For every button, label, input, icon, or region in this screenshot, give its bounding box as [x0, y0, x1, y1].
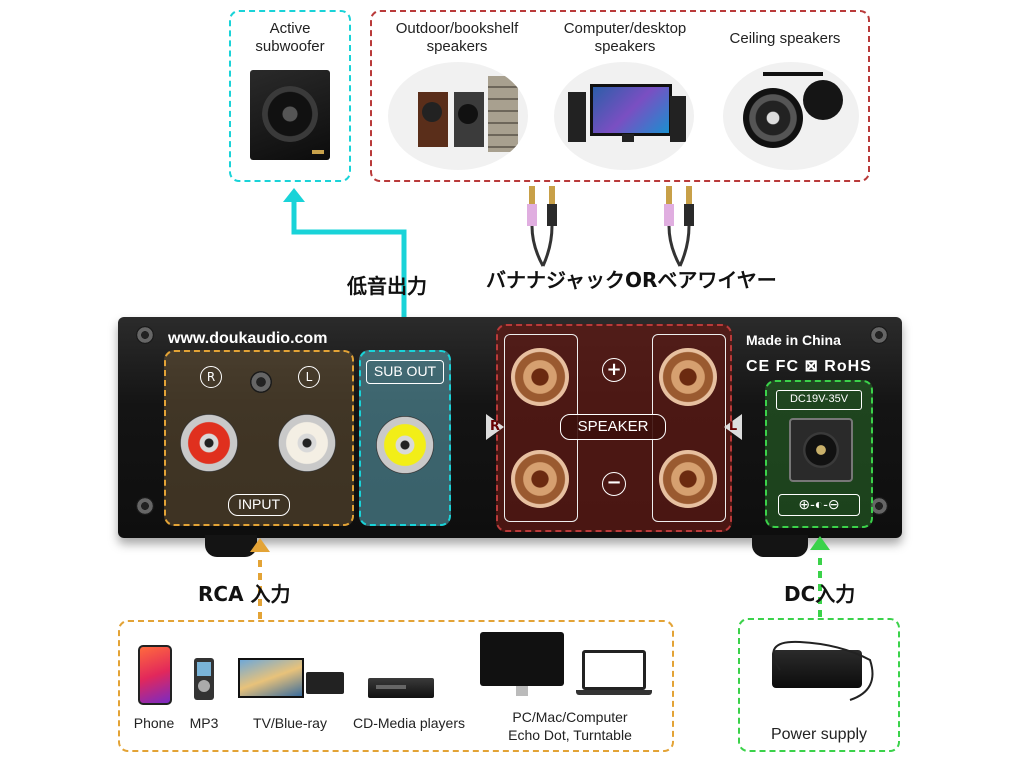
- rca-input-left-jack[interactable]: [278, 414, 336, 472]
- outdoor-speakers-label: Outdoor/bookshelf speakers: [395, 20, 519, 55]
- pc-label: PC/Mac/Computer Echo Dot, Turntable: [508, 709, 632, 743]
- ground-screw: [250, 371, 272, 393]
- r-channel-mark: R: [200, 366, 222, 388]
- phone-image: [138, 645, 172, 705]
- computer-speakers-image: [554, 62, 694, 170]
- sub-out-jack[interactable]: [376, 416, 434, 474]
- subwoofer-label: Active subwoofer: [255, 20, 325, 55]
- input-label: INPUT: [228, 494, 290, 516]
- banana-plugs-left: [527, 186, 557, 267]
- speaker-l-negative-post[interactable]: [659, 450, 717, 508]
- speaker-options-box: [370, 10, 870, 182]
- negative-mark: −: [602, 472, 626, 496]
- ceiling-speakers-label: Ceiling speakers: [729, 30, 841, 47]
- cd-player-image: [368, 678, 434, 698]
- rca-input-right-jack[interactable]: [180, 414, 238, 472]
- right-foot: [752, 535, 808, 557]
- pc-monitor-stand: [516, 686, 528, 696]
- power-supply-label: Power supply: [770, 726, 868, 743]
- dc-input-label: DC入力: [784, 582, 856, 606]
- screw-bottom-left: [136, 497, 154, 515]
- dc-power-jack[interactable]: [789, 418, 853, 482]
- l-channel-mark: L: [298, 366, 320, 388]
- subwoofer-box: [229, 10, 351, 182]
- screw-bottom-right: [870, 497, 888, 515]
- sources-box: [118, 620, 674, 752]
- certification-marks: CE FC ⊠ RoHS: [746, 358, 872, 375]
- ceiling-speakers-image: [723, 62, 859, 170]
- power-supply-box: [738, 618, 900, 752]
- phone-label: Phone: [133, 715, 175, 731]
- tv-label: TV/Blue-ray: [253, 715, 327, 731]
- tv-image: [238, 658, 304, 698]
- power-supply-image: [772, 650, 862, 688]
- dc-polarity-symbol: ⊕-◐-⊖: [778, 494, 860, 516]
- cd-player-label: CD-Media players: [352, 715, 466, 731]
- pc-monitor-image: [480, 632, 564, 686]
- subwoofer-image: [250, 70, 330, 160]
- speaker-r-negative-post[interactable]: [511, 450, 569, 508]
- dc-voltage-label: DC19V-35V: [776, 390, 862, 410]
- laptop-base: [576, 690, 652, 695]
- sub-out-label: SUB OUT: [366, 360, 444, 384]
- screw-top-left: [136, 326, 154, 344]
- bass-output-label: 低音出力: [347, 274, 427, 298]
- computer-speakers-label: Computer/desktop speakers: [563, 20, 687, 55]
- laptop-image: [582, 650, 646, 690]
- power-cable: [772, 640, 874, 701]
- screw-top-right: [870, 326, 888, 344]
- rca-input-label: RCA 入力: [198, 582, 291, 606]
- speaker-label: SPEAKER: [560, 414, 666, 440]
- mp3-label: MP3: [189, 715, 219, 731]
- banana-jack-label: バナナジャックORベアワイヤー: [486, 268, 777, 292]
- speaker-l-positive-post[interactable]: [659, 348, 717, 406]
- positive-mark: +: [602, 358, 626, 382]
- website-text: www.doukaudio.com: [168, 330, 328, 347]
- banana-plugs-right: [664, 186, 694, 267]
- mp3-image: [194, 658, 214, 700]
- made-in-text: Made in China: [746, 332, 841, 348]
- left-foot: [205, 535, 257, 557]
- outdoor-speakers-image: [388, 62, 528, 170]
- speaker-r-positive-post[interactable]: [511, 348, 569, 406]
- router-image: [306, 672, 344, 694]
